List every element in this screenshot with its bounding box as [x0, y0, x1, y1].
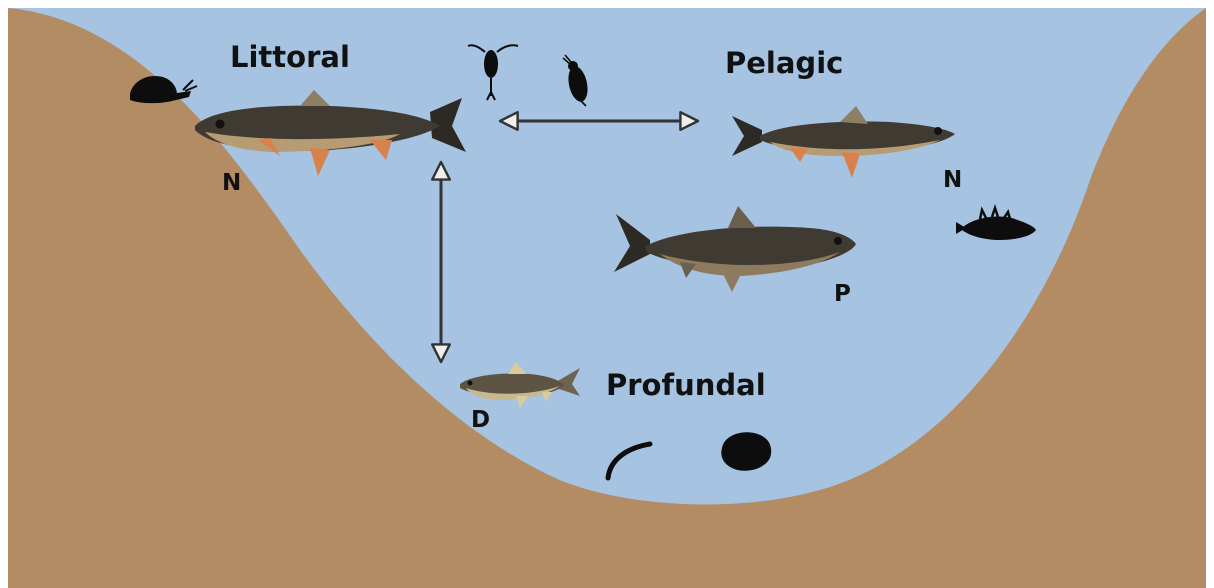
- zone-label-littoral: Littoral: [230, 40, 350, 74]
- zone-label-pelagic: Pelagic: [725, 46, 843, 80]
- zone-label-profundal: Profundal: [606, 368, 766, 402]
- mussel-icon: [721, 432, 771, 471]
- morph-label-small: D: [471, 407, 490, 433]
- morph-label-littoral: N: [222, 170, 241, 196]
- morph-label-large: P: [834, 281, 851, 307]
- morph-label-pelagic: N: [943, 167, 962, 193]
